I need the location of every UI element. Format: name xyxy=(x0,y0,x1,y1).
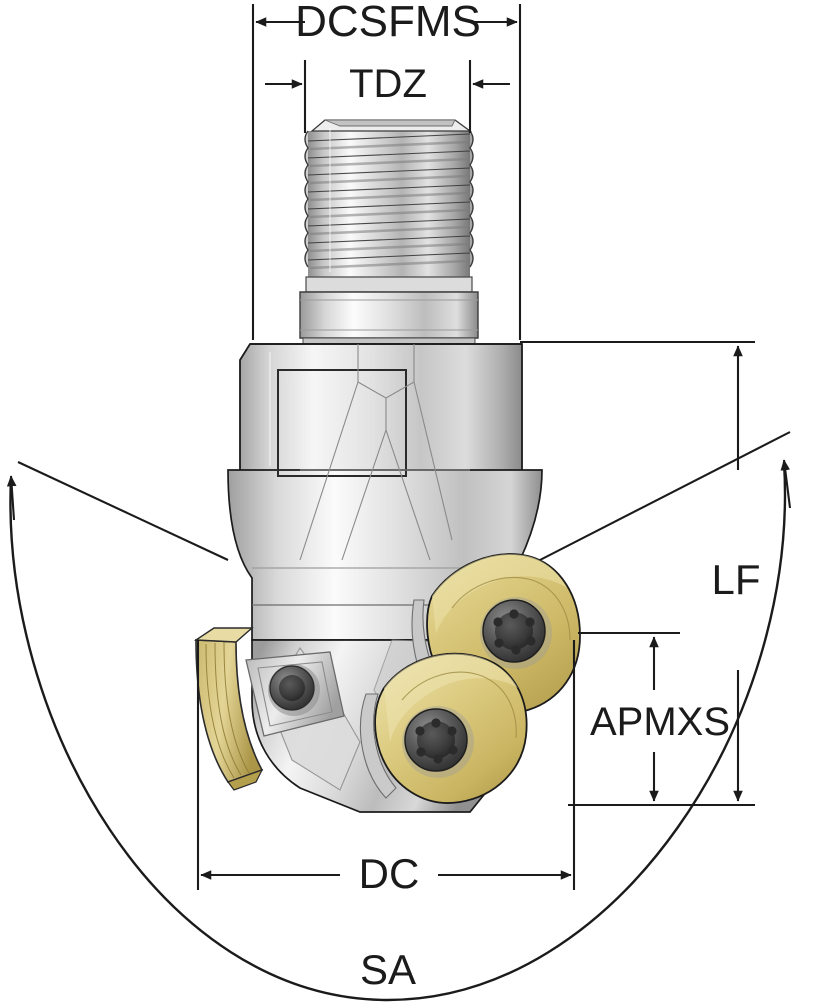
threaded-shank xyxy=(299,119,479,346)
dimension-lines xyxy=(6,4,792,1002)
sa-arc xyxy=(9,461,787,1002)
dim-label-dc: DC xyxy=(358,850,420,897)
sa-leader-left xyxy=(17,461,229,561)
tool-illustration xyxy=(193,119,581,813)
dim-label-apmxs: APMXS xyxy=(589,700,731,744)
sa-leader-right xyxy=(539,431,791,561)
insert-seat-left xyxy=(245,651,345,737)
dim-label-tdz: TDZ xyxy=(349,62,427,106)
dim-label-sa: SA xyxy=(359,946,417,993)
sa-arrow-right xyxy=(780,459,792,509)
dim-label-lf: LF xyxy=(711,556,761,603)
insert-left xyxy=(193,627,264,791)
insert-lower-right xyxy=(360,652,528,804)
dim-label-dcsfms: DCSFMS xyxy=(295,0,481,46)
sa-arrow-left xyxy=(6,475,17,521)
